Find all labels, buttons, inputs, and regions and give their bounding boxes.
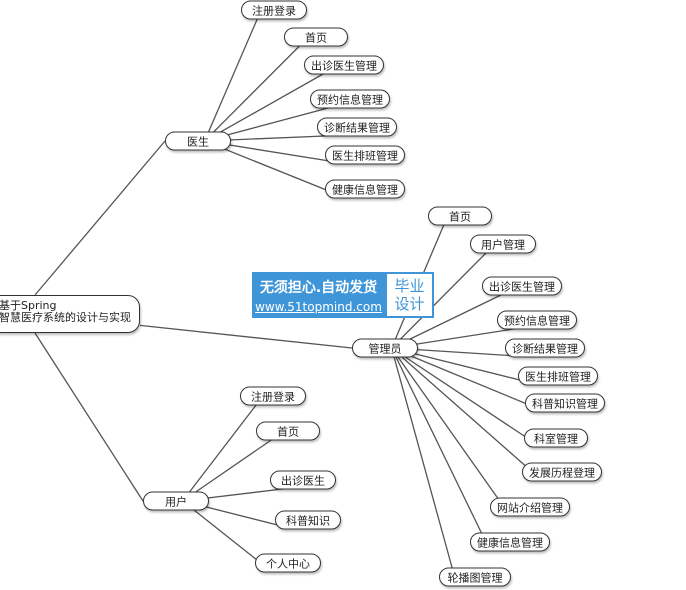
admin-item-users[interactable]: 用户管理 bbox=[470, 234, 536, 254]
branch-admin[interactable]: 管理员 bbox=[352, 338, 418, 358]
admin-item-schedule[interactable]: 医生排班管理 bbox=[518, 366, 598, 386]
admin-item-appointment[interactable]: 预约信息管理 bbox=[497, 310, 577, 330]
admin-item-visiting-doctor[interactable]: 出诊医生管理 bbox=[482, 276, 562, 296]
admin-item-diagnosis[interactable]: 诊断结果管理 bbox=[505, 338, 585, 358]
admin-item-science[interactable]: 科普知识管理 bbox=[525, 393, 605, 413]
branch-to-leaf-line bbox=[204, 72, 325, 142]
admin-item-site-intro[interactable]: 网站介绍管理 bbox=[490, 497, 570, 517]
branch-to-leaf-line bbox=[391, 347, 541, 448]
doctor-item-home[interactable]: 首页 bbox=[284, 27, 348, 47]
branch-to-leaf-line bbox=[390, 347, 458, 586]
branch-to-leaf-line bbox=[391, 347, 546, 413]
user-item-science[interactable]: 科普知识 bbox=[275, 510, 341, 530]
user-item-home[interactable]: 首页 bbox=[256, 421, 320, 441]
root-node[interactable]: 基于Spring 智慧医疗系统的设计与实现 bbox=[0, 295, 140, 333]
admin-item-health[interactable]: 健康信息管理 bbox=[470, 532, 550, 552]
branch-to-leaf-line bbox=[391, 252, 487, 349]
user-item-visiting-doctor[interactable]: 出诊医生 bbox=[270, 470, 336, 490]
doctor-item-schedule[interactable]: 医生排班管理 bbox=[325, 145, 405, 165]
doctor-item-appointment[interactable]: 预约信息管理 bbox=[310, 89, 390, 109]
user-item-register[interactable]: 注册登录 bbox=[240, 386, 306, 406]
branch-user[interactable]: 用户 bbox=[143, 491, 209, 511]
watermark-tag-1: 毕业 bbox=[394, 277, 425, 295]
root-to-branch-line bbox=[34, 332, 144, 502]
branch-to-leaf-line bbox=[391, 347, 539, 386]
doctor-item-diagnosis[interactable]: 诊断结果管理 bbox=[317, 117, 397, 137]
admin-item-department[interactable]: 科室管理 bbox=[524, 428, 588, 448]
branch-to-leaf-line bbox=[391, 347, 491, 551]
watermark-tag-2: 设计 bbox=[394, 295, 425, 313]
admin-item-carousel[interactable]: 轮播图管理 bbox=[439, 567, 511, 587]
branch-doctor[interactable]: 医生 bbox=[165, 131, 231, 151]
watermark-banner: 无须担心.自动发货 www.51topmind.com 毕业 设计 bbox=[252, 272, 434, 318]
doctor-item-health[interactable]: 健康信息管理 bbox=[325, 179, 405, 199]
branch-to-leaf-line bbox=[204, 140, 346, 199]
branch-to-leaf-line bbox=[204, 45, 301, 142]
branch-to-leaf-line bbox=[391, 347, 543, 481]
root-to-branch-line bbox=[34, 140, 166, 296]
user-item-profile[interactable]: 个人中心 bbox=[255, 553, 321, 573]
root-title-line1: 基于Spring bbox=[0, 299, 57, 312]
branch-to-leaf-line bbox=[182, 404, 258, 502]
root-to-branch-line bbox=[139, 324, 353, 349]
watermark-url[interactable]: www.51topmind.com bbox=[255, 299, 382, 314]
doctor-item-visiting-doctor[interactable]: 出诊医生管理 bbox=[304, 55, 384, 75]
branch-to-leaf-line bbox=[182, 438, 273, 502]
branch-to-leaf-line bbox=[204, 18, 259, 142]
watermark-slogan: 无须担心.自动发货 bbox=[259, 279, 378, 296]
admin-item-history[interactable]: 发展历程登理 bbox=[522, 462, 602, 482]
admin-item-home[interactable]: 首页 bbox=[428, 206, 492, 226]
root-title-line2: 智慧医疗系统的设计与实现 bbox=[0, 311, 131, 324]
doctor-item-register[interactable]: 注册登录 bbox=[241, 0, 307, 20]
branch-to-leaf-line bbox=[391, 347, 511, 516]
